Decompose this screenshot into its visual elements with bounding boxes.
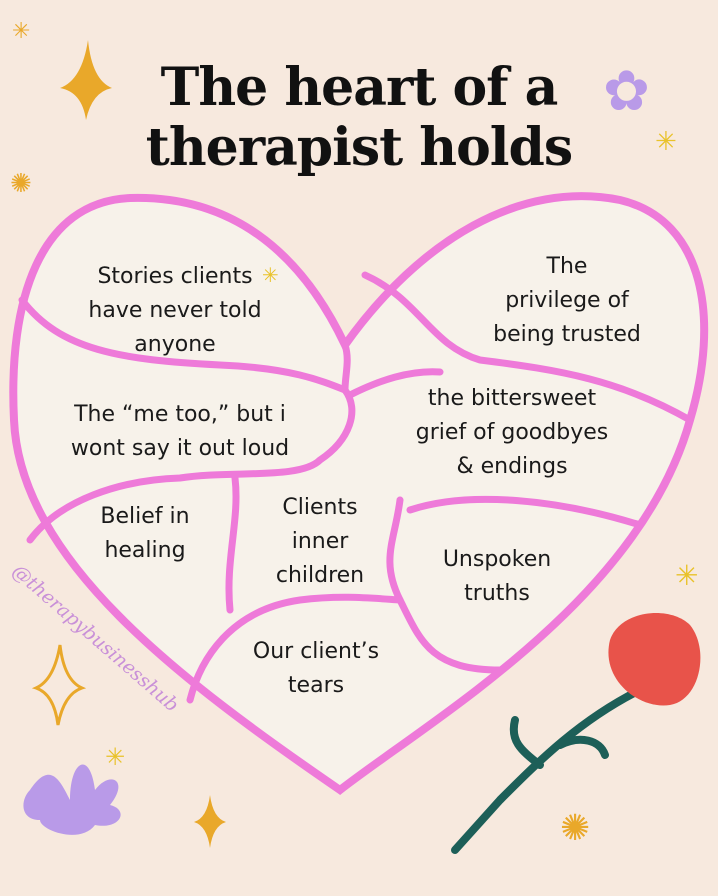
heart-dividers bbox=[18, 271, 694, 704]
section-tears: Our client’s tears bbox=[253, 635, 379, 703]
title-line-1: The heart of a bbox=[160, 57, 559, 118]
text-line: The “me too,” but i bbox=[74, 402, 286, 427]
section-stories: Stories clients have never told anyone bbox=[88, 260, 261, 362]
star-icon: ✳ bbox=[262, 263, 279, 287]
section-unspoken: Unspoken truths bbox=[443, 543, 551, 611]
text-line: Stories clients bbox=[97, 264, 253, 289]
text-line: have never told bbox=[88, 298, 262, 323]
star-icon: ✳ bbox=[105, 743, 125, 771]
text-line: The bbox=[546, 254, 588, 279]
text-line: being trusted bbox=[493, 322, 641, 347]
text-line: Unspoken bbox=[442, 547, 552, 572]
text-line: children bbox=[275, 563, 365, 588]
sparkle-icon bbox=[60, 40, 112, 120]
star-icon: ✳ bbox=[12, 19, 30, 44]
text-line: grief of goodbyes bbox=[415, 420, 609, 445]
text-line: Clients bbox=[282, 495, 358, 520]
text-line: Our client’s bbox=[252, 639, 380, 664]
page-title: The heart of a therapist holds bbox=[0, 58, 718, 178]
section-grief: the bittersweet grief of goodbyes & endi… bbox=[416, 382, 608, 484]
text-line: wont say it out loud bbox=[70, 436, 290, 461]
text-line: truths bbox=[464, 581, 530, 606]
sparkle-icon bbox=[194, 795, 226, 848]
section-privilege: The privilege of being trusted bbox=[493, 250, 641, 352]
sparkle-outline-icon bbox=[31, 644, 87, 726]
lilac-flower-icon bbox=[23, 764, 121, 835]
section-belief: Belief in healing bbox=[100, 500, 189, 568]
text-line: tears bbox=[287, 673, 345, 698]
text-line: inner bbox=[291, 529, 349, 554]
title-line-2: therapist holds bbox=[145, 117, 573, 178]
text-line: anyone bbox=[134, 332, 216, 357]
rose-icon bbox=[451, 613, 701, 854]
star-icon: ✺ bbox=[10, 169, 32, 199]
star-icon: ✳ bbox=[655, 127, 677, 157]
star-icon: ✺ bbox=[560, 808, 590, 849]
text-line: healing bbox=[104, 538, 186, 563]
text-line: Belief in bbox=[100, 504, 190, 529]
section-inner-children: Clients inner children bbox=[276, 491, 364, 593]
heart-outline bbox=[9, 192, 709, 795]
flower-icon: ✿ bbox=[603, 59, 650, 124]
text-line: the bittersweet bbox=[427, 386, 597, 411]
section-me-too: The “me too,” but i wont say it out loud bbox=[71, 398, 289, 466]
text-line: privilege of bbox=[505, 288, 629, 313]
star-icon: ✳ bbox=[675, 559, 698, 592]
text-line: & endings bbox=[456, 454, 568, 479]
